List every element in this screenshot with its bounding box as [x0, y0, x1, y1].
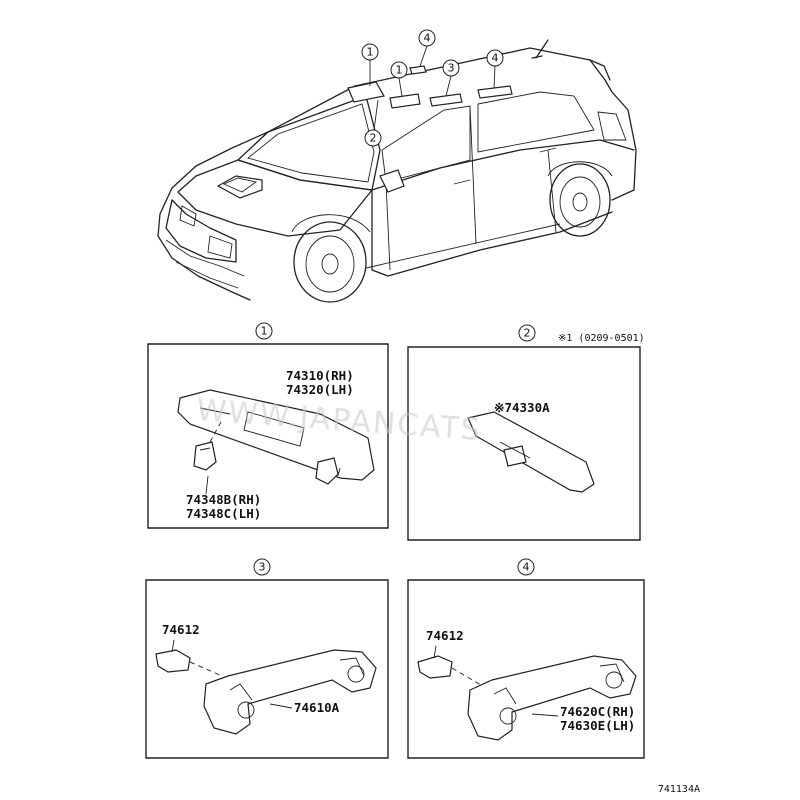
callout-1-panel: 1 — [255, 322, 273, 340]
label-74610a: 74610A — [294, 700, 340, 715]
panel-assist-grip-front: 3 74612 74610A — [145, 558, 389, 759]
svg-text:2: 2 — [524, 327, 531, 340]
callout-3-top: 3 — [442, 59, 460, 77]
svg-text:1: 1 — [261, 325, 268, 338]
callout-3-panel: 3 — [253, 558, 271, 576]
label-74330a: ※74330A — [494, 400, 550, 415]
svg-text:4: 4 — [424, 32, 431, 45]
label-74320: 74320(LH) — [286, 382, 354, 397]
label-74348c: 74348C(LH) — [186, 506, 261, 521]
callout-1b-top: 1 — [390, 61, 408, 79]
callout-2-top: 2 — [364, 129, 382, 147]
svg-text:4: 4 — [492, 52, 499, 65]
label-74630e: 74630E(LH) — [560, 718, 635, 733]
callout-4b-top: 4 — [486, 49, 504, 67]
callout-1-top: 1 — [361, 43, 379, 61]
panel-visor-optional: 2 ※1 (0209-0501) ※74330A — [407, 324, 645, 541]
svg-text:3: 3 — [259, 561, 266, 574]
panel-sun-visor: 1 74310(RH) 74320(LH) 74348B(RH) 74348C(… — [147, 322, 389, 529]
callout-2-panel: 2 — [518, 324, 536, 342]
label-74348b: 74348B(RH) — [186, 492, 261, 507]
diagram-code: 741134A — [658, 784, 700, 795]
car-illustration: 1 2 1 4 3 4 — [157, 29, 637, 303]
label-74620c: 74620C(RH) — [560, 704, 635, 719]
date-range-note: ※1 (0209-0501) — [558, 333, 645, 344]
callout-4-top: 4 — [418, 29, 436, 47]
callout-4-panel: 4 — [517, 558, 535, 576]
svg-text:1: 1 — [396, 64, 403, 77]
label-74612-rear: 74612 — [426, 628, 464, 643]
svg-text:4: 4 — [523, 561, 530, 574]
svg-text:2: 2 — [370, 132, 377, 145]
label-74310: 74310(RH) — [286, 368, 354, 383]
svg-text:1: 1 — [367, 46, 374, 59]
label-74612-front: 74612 — [162, 622, 200, 637]
svg-text:3: 3 — [448, 62, 455, 75]
panel-assist-grip-rear: 4 74612 74620C(RH) 74630E(LH) — [407, 558, 645, 759]
